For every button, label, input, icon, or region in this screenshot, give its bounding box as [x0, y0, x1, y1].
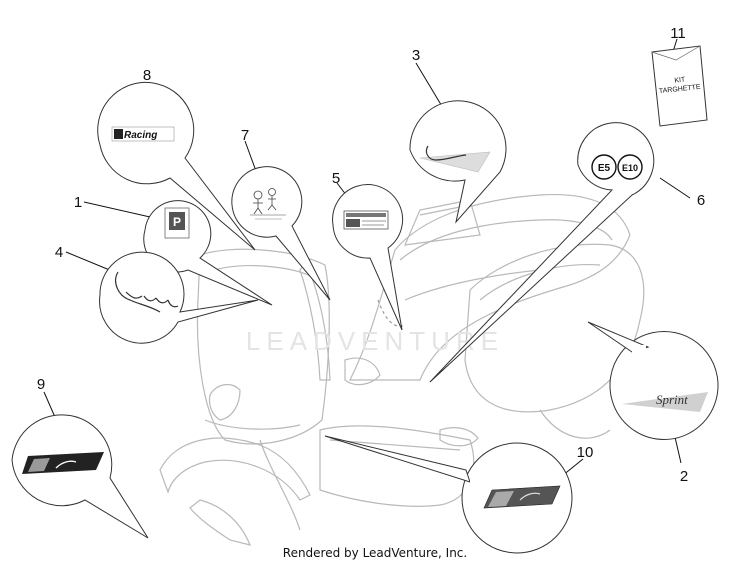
info-label-decal: [343, 210, 389, 230]
callout-11: 11: [670, 25, 686, 42]
p-badge-text: P: [173, 215, 181, 229]
footer-credit: Rendered by LeadVenture, Inc.: [282, 546, 468, 560]
e10-badge: E10: [622, 163, 638, 173]
kit-line2: TARGHETTE: [659, 84, 702, 95]
p-badge-decal: P: [164, 207, 190, 239]
kit-envelope: KIT TARGHETTE: [651, 45, 708, 127]
stripe-decal-10: [483, 485, 561, 509]
vespa-side-decal: [419, 145, 491, 173]
callout-1: 1: [74, 194, 82, 211]
callout-4: 4: [55, 244, 63, 261]
fuel-badges: E5 E10: [591, 154, 643, 180]
callout-7: 7: [241, 127, 249, 144]
warning-sticker-decal: [250, 188, 286, 220]
callout-3: 3: [412, 47, 420, 64]
racing-decal: Racing: [111, 126, 175, 142]
kit-line1: KIT: [674, 76, 686, 84]
callout-10: 10: [577, 444, 594, 461]
e5-badge: E5: [598, 163, 611, 174]
callout-5: 5: [332, 170, 340, 187]
sprint-decal: Sprint: [622, 392, 708, 412]
vespa-script-decal: [115, 271, 179, 313]
racing-decal-text: Racing: [124, 130, 157, 141]
callout-6: 6: [697, 192, 705, 209]
watermark: LEADVENTURE: [246, 326, 504, 356]
callout-9: 9: [37, 376, 45, 393]
callout-numbers: 1 2 3 4 5 6 7 8 9 10 11: [37, 25, 705, 485]
detail-bubbles: [11, 81, 719, 554]
callout-2: 2: [680, 468, 688, 485]
callout-8: 8: [143, 67, 151, 84]
stripe-decal-9: [22, 452, 104, 474]
sprint-decal-text: Sprint: [656, 392, 688, 407]
